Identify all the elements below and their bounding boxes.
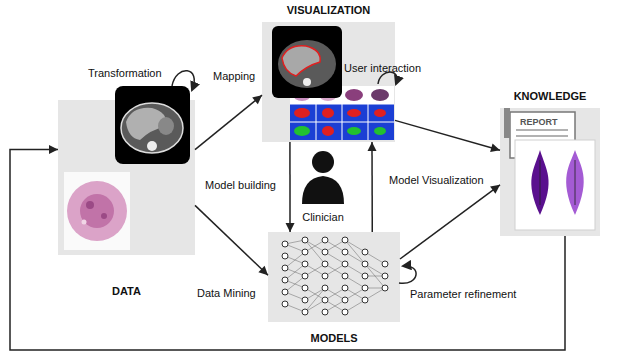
connector [395, 120, 500, 152]
loop-label: Parameter refinement [410, 288, 516, 301]
arrowhead [490, 143, 500, 152]
loop-arrow [399, 266, 416, 283]
ct-scan [272, 26, 342, 98]
knowledge-panel: KNOWLEDGE [500, 108, 600, 236]
connector [195, 95, 262, 149]
histology-image [64, 172, 130, 250]
knowledge-panel [500, 108, 600, 236]
visualization-panel [262, 22, 395, 142]
ct-scan [115, 86, 190, 164]
clinician-node: Clinician [298, 148, 348, 226]
connector [10, 145, 565, 350]
edge-label: Model building [204, 179, 277, 192]
visualization-panel: VISUALIZATION [262, 22, 395, 142]
arrowhead [490, 185, 500, 194]
connector [368, 142, 377, 232]
node-title: Clinician [298, 211, 348, 224]
connector-line [195, 205, 268, 275]
data-panel: DATA [58, 100, 195, 255]
models-panel [268, 232, 400, 322]
data-panel [58, 100, 195, 255]
person-icon [302, 151, 344, 204]
connector-line [395, 120, 500, 150]
loop-arrow [172, 71, 194, 90]
violin-chart [515, 140, 595, 230]
connector [195, 205, 268, 275]
loop-label: User interaction [344, 62, 421, 75]
node-title: KNOWLEDGE [500, 90, 600, 103]
arrowhead [49, 145, 58, 154]
connector-line [10, 150, 565, 350]
node-title: VISUALIZATION [262, 4, 395, 17]
connector-line [400, 185, 500, 259]
edge-label: Model Visualization [388, 174, 485, 187]
connector [400, 185, 500, 259]
arrowhead [252, 95, 262, 104]
node-title: DATA [58, 285, 195, 298]
report-heading: REPORT [520, 116, 558, 129]
connector-line [371, 142, 373, 232]
edge-label: Data Mining [196, 287, 257, 300]
network-nodes [282, 237, 388, 315]
connector [286, 142, 295, 232]
node-title: MODELS [268, 332, 400, 345]
arrowhead [258, 266, 268, 275]
neural-network [285, 240, 385, 312]
arrowhead [286, 223, 295, 232]
connector-line [289, 142, 291, 232]
connector-line [195, 95, 262, 149]
loop-label: Transformation [88, 67, 162, 80]
arrowhead [368, 142, 377, 151]
edge-label: Mapping [212, 70, 256, 83]
models-panel: MODELS [268, 232, 400, 322]
